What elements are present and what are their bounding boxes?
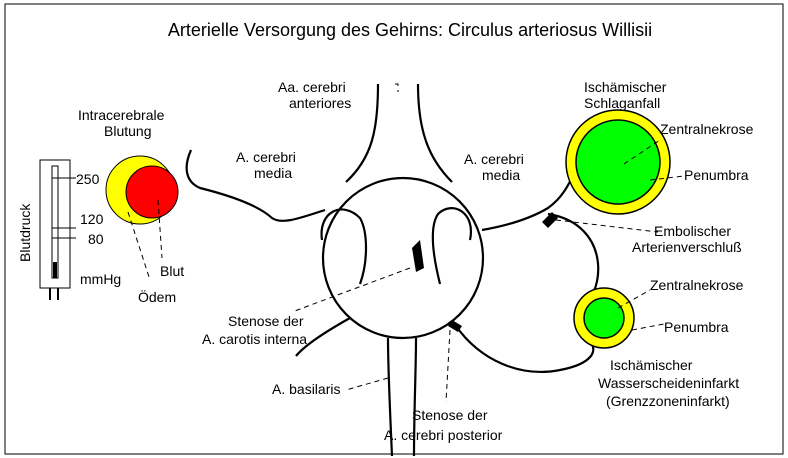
blut-label: Blut	[160, 263, 184, 279]
mca-right-label-line2: media	[482, 167, 520, 183]
ich-label-line1: Intracerebrale	[78, 107, 165, 123]
ica-left-loop	[322, 209, 366, 284]
watershed-label-line3: (Grenzzoneninfarkt)	[606, 393, 730, 409]
gauge-tick-label-250: 250	[76, 171, 100, 187]
stroke-necrosis-zone	[576, 120, 660, 204]
gauge-unit: mmHg	[80, 271, 121, 287]
stenose-pca-label-line2: A. cerebri posterior	[384, 427, 503, 443]
aca-leader	[395, 84, 398, 92]
stenose-pca-leader	[446, 330, 450, 402]
embolic-label-line1: Embolischer	[654, 223, 731, 239]
stenose-ica-label-line2: A. carotis interna	[202, 331, 307, 347]
basilar-leader	[346, 378, 388, 390]
circle-of-willis-ring	[323, 178, 483, 338]
mca-left-label-line1: A. cerebri	[236, 149, 296, 165]
watershed-necrosis-zone	[584, 298, 624, 338]
ica-stenosis-mark	[412, 240, 424, 272]
gauge-tick-label-120: 120	[80, 211, 104, 227]
diagram-title: Arterielle Versorgung des Gehirns: Circu…	[168, 20, 652, 40]
stroke-label-line1: Ischämischer	[584, 79, 667, 95]
gauge-mercury	[53, 262, 57, 278]
stenose-ica-leader	[292, 268, 410, 312]
hemorrhage-zone	[126, 166, 178, 218]
mca-right-label-line1: A. cerebri	[464, 151, 524, 167]
pca-right-vessel	[456, 326, 593, 372]
embolic-occlusion-mark	[542, 212, 558, 228]
ich-label-line2: Blutung	[104, 123, 151, 139]
penumbra2-leader	[632, 324, 664, 330]
blood-pressure-gauge: Blutdruck 250 120 80 mmHg	[17, 160, 121, 300]
stroke-label-line2: Schlaganfall	[584, 95, 660, 111]
oedem-label: Ödem	[138, 288, 176, 305]
stenose-ica-label-line1: Stenose der	[228, 313, 304, 329]
penumbra1-label: Penumbra	[684, 167, 749, 183]
ica-right-loop	[433, 208, 471, 284]
aca-right-vessel	[418, 84, 452, 182]
watershed-label-line1: Ischämischer	[610, 357, 693, 373]
basilar-label: A. basilaris	[272, 381, 340, 397]
aca-label-line2: anteriores	[289, 95, 351, 111]
watershed-label-line2: Wasserscheideninfarkt	[598, 375, 739, 391]
mca-left-label-line2: media	[254, 165, 292, 181]
embolic-label-line2: Arterienverschluß	[632, 239, 742, 255]
penumbra2-label: Penumbra	[664, 319, 729, 335]
stenose-pca-label-line1: Stenose der	[412, 407, 488, 423]
zentral1-label: Zentralnekrose	[660, 121, 754, 137]
vessel-network	[187, 84, 599, 456]
aca-label-line1: Aa. cerebri	[278, 79, 346, 95]
gauge-tick-label-80: 80	[88, 231, 104, 247]
zentral2-label: Zentralnekrose	[650, 277, 744, 293]
gauge-label: Blutdruck	[17, 203, 33, 262]
